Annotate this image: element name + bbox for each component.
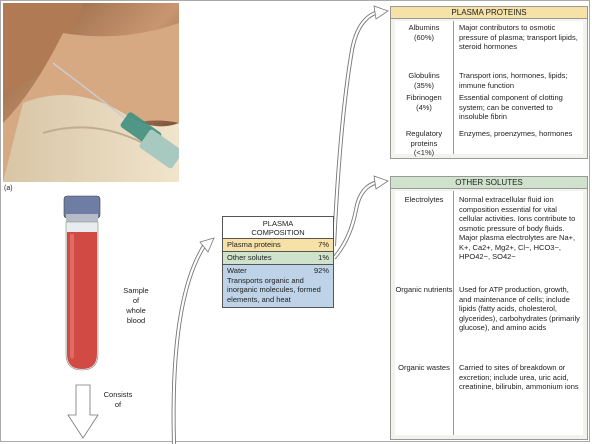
down-arrow-icon (67, 384, 99, 439)
arrow-head-icon (373, 175, 389, 190)
solute-desc: Normal extracellular fluid ion compositi… (459, 195, 576, 261)
consists-caption: Consists of (103, 390, 133, 409)
solute-name: Organic wastes (398, 363, 450, 372)
protein-desc: Enzymes, proenzymes, hormones (459, 129, 573, 138)
solute-desc: Used for ATP production, growth, and mai… (459, 285, 580, 332)
protein-name: Fibrinogen (4%) (406, 93, 442, 112)
other-solutes-title: OTHER SOLUTES (391, 177, 587, 189)
solute-name: Organic nutrients (395, 285, 453, 294)
protein-name: Globulins (35%) (408, 71, 440, 90)
plasma-proteins-row: Plasma proteins 7% (222, 238, 334, 251)
plasma-composition-title: PLASMA COMPOSITION (222, 216, 334, 238)
blood-draw-photo (3, 3, 179, 182)
protein-desc: Transport ions, hormones, lipids; immune… (459, 71, 568, 90)
protein-desc: Major contributors to osmotic pressure o… (459, 23, 578, 51)
test-tube (63, 195, 101, 371)
other-solutes-table: OTHER SOLUTES Electrolytes Normal extrac… (390, 176, 588, 440)
plasma-proteins-table: PLASMA PROTEINS Albumins (60%) Major con… (390, 6, 588, 159)
solute-name: Electrolytes (404, 195, 444, 204)
solute-desc: Carried to sites of breakdown or excreti… (459, 363, 579, 391)
water-row: Water 92% Transports organic and inorgan… (222, 264, 334, 308)
protein-name: Albumins (60%) (408, 23, 440, 42)
figure-label: (a) (4, 185, 13, 192)
plasma-proteins-title: PLASMA PROTEINS (391, 7, 587, 19)
plasma-composition-box: PLASMA COMPOSITION Plasma proteins 7% Ot… (222, 216, 334, 308)
arrow-head-icon (199, 237, 215, 253)
arrow-head-icon (373, 5, 389, 20)
tube-caption: Sample of whole blood (123, 286, 149, 325)
protein-desc: Essential component of clotting system; … (459, 93, 563, 121)
other-solutes-row: Other solutes 1% (222, 251, 334, 264)
protein-name: Regulatory proteins (<1%) (405, 129, 443, 157)
